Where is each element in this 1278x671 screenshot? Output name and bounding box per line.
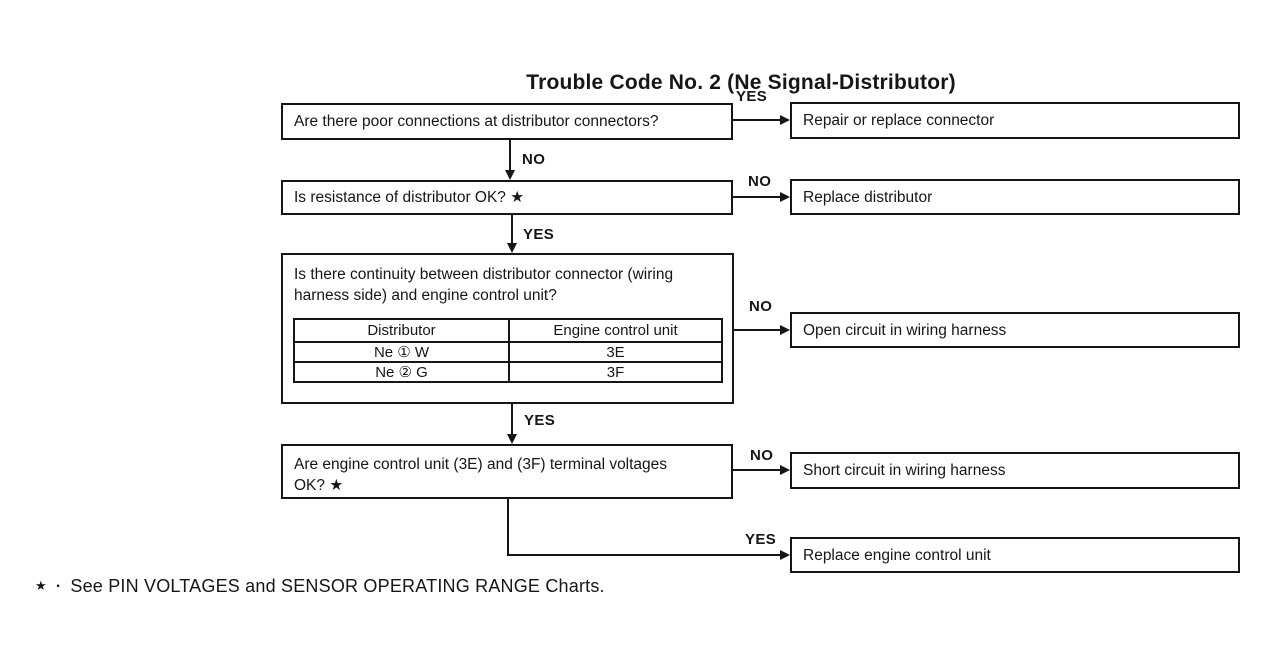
table-header-ecu: Engine control unit bbox=[508, 318, 723, 343]
arrowhead-right-icon bbox=[780, 325, 790, 335]
action-box-short-circuit: Short circuit in wiring harness bbox=[790, 452, 1240, 489]
arrowhead-right-icon bbox=[780, 550, 790, 560]
continuity-table: Distributor Engine control unit Ne ① W 3… bbox=[293, 318, 723, 383]
connector-line bbox=[734, 329, 781, 331]
arrowhead-down-icon bbox=[505, 170, 515, 180]
branch-label-no: NO bbox=[522, 151, 546, 168]
arrowhead-down-icon bbox=[507, 434, 517, 444]
connector-line bbox=[733, 469, 781, 471]
branch-label-no: NO bbox=[748, 173, 772, 190]
action-text: Short circuit in wiring harness bbox=[803, 462, 1006, 479]
table-row: Ne ② G 3F bbox=[293, 361, 723, 383]
page-title: Trouble Code No. 2 (Ne Signal-Distributo… bbox=[526, 71, 956, 94]
asterisk-star-icon: ★ bbox=[35, 577, 47, 593]
question-text: Is there continuity between distributor … bbox=[294, 266, 674, 304]
connector-line bbox=[511, 404, 513, 435]
question-box-connections: Are there poor connections at distributo… bbox=[281, 103, 733, 140]
table-row: Ne ① W 3E bbox=[293, 341, 723, 363]
arrowhead-right-icon bbox=[780, 115, 790, 125]
arrowhead-down-icon bbox=[507, 243, 517, 253]
table-header-row: Distributor Engine control unit bbox=[293, 318, 723, 343]
action-box-repair-connector: Repair or replace connector bbox=[790, 102, 1240, 139]
branch-label-yes: YES bbox=[745, 531, 777, 548]
question-box-terminal-voltages: Are engine control unit (3E) and (3F) te… bbox=[281, 444, 733, 499]
arrowhead-right-icon bbox=[780, 192, 790, 202]
branch-label-no: NO bbox=[749, 298, 773, 315]
action-box-open-circuit: Open circuit in wiring harness bbox=[790, 312, 1240, 348]
question-box-resistance: Is resistance of distributor OK? ★ bbox=[281, 180, 733, 215]
action-box-replace-distributor: Replace distributor bbox=[790, 179, 1240, 215]
question-text: Are there poor connections at distributo… bbox=[294, 113, 659, 130]
action-text: Open circuit in wiring harness bbox=[803, 321, 1007, 339]
table-header-distributor: Distributor bbox=[293, 318, 510, 343]
action-text: Replace distributor bbox=[803, 188, 933, 206]
footnote-separator: · bbox=[55, 577, 62, 595]
connector-line bbox=[507, 554, 781, 556]
arrowhead-right-icon bbox=[780, 465, 790, 475]
branch-label-yes: YES bbox=[736, 88, 768, 105]
table-cell-distributor: Ne ① W bbox=[293, 341, 510, 363]
question-box-continuity: Is there continuity between distributor … bbox=[281, 253, 734, 404]
connector-line bbox=[733, 119, 781, 121]
table-cell-ecu: 3E bbox=[508, 341, 723, 363]
footnote: ★ · See PIN VOLTAGES and SENSOR OPERATIN… bbox=[35, 576, 605, 597]
action-text: Repair or replace connector bbox=[803, 112, 995, 129]
branch-label-yes: YES bbox=[524, 412, 556, 429]
connector-line bbox=[507, 499, 509, 556]
action-box-replace-ecu: Replace engine control unit bbox=[790, 537, 1240, 573]
table-cell-ecu: 3F bbox=[508, 361, 723, 383]
action-text: Replace engine control unit bbox=[803, 546, 991, 564]
question-text: Are engine control unit (3E) and (3F) te… bbox=[294, 456, 668, 494]
footnote-text: See PIN VOLTAGES and SENSOR OPERATING RA… bbox=[70, 576, 605, 596]
branch-label-yes: YES bbox=[523, 226, 555, 243]
table-cell-distributor: Ne ② G bbox=[293, 361, 510, 383]
question-text: Is resistance of distributor OK? ★ bbox=[294, 189, 525, 206]
connector-line bbox=[733, 196, 781, 198]
branch-label-no: NO bbox=[750, 447, 774, 464]
connector-line bbox=[511, 215, 513, 244]
connector-line bbox=[509, 140, 511, 171]
